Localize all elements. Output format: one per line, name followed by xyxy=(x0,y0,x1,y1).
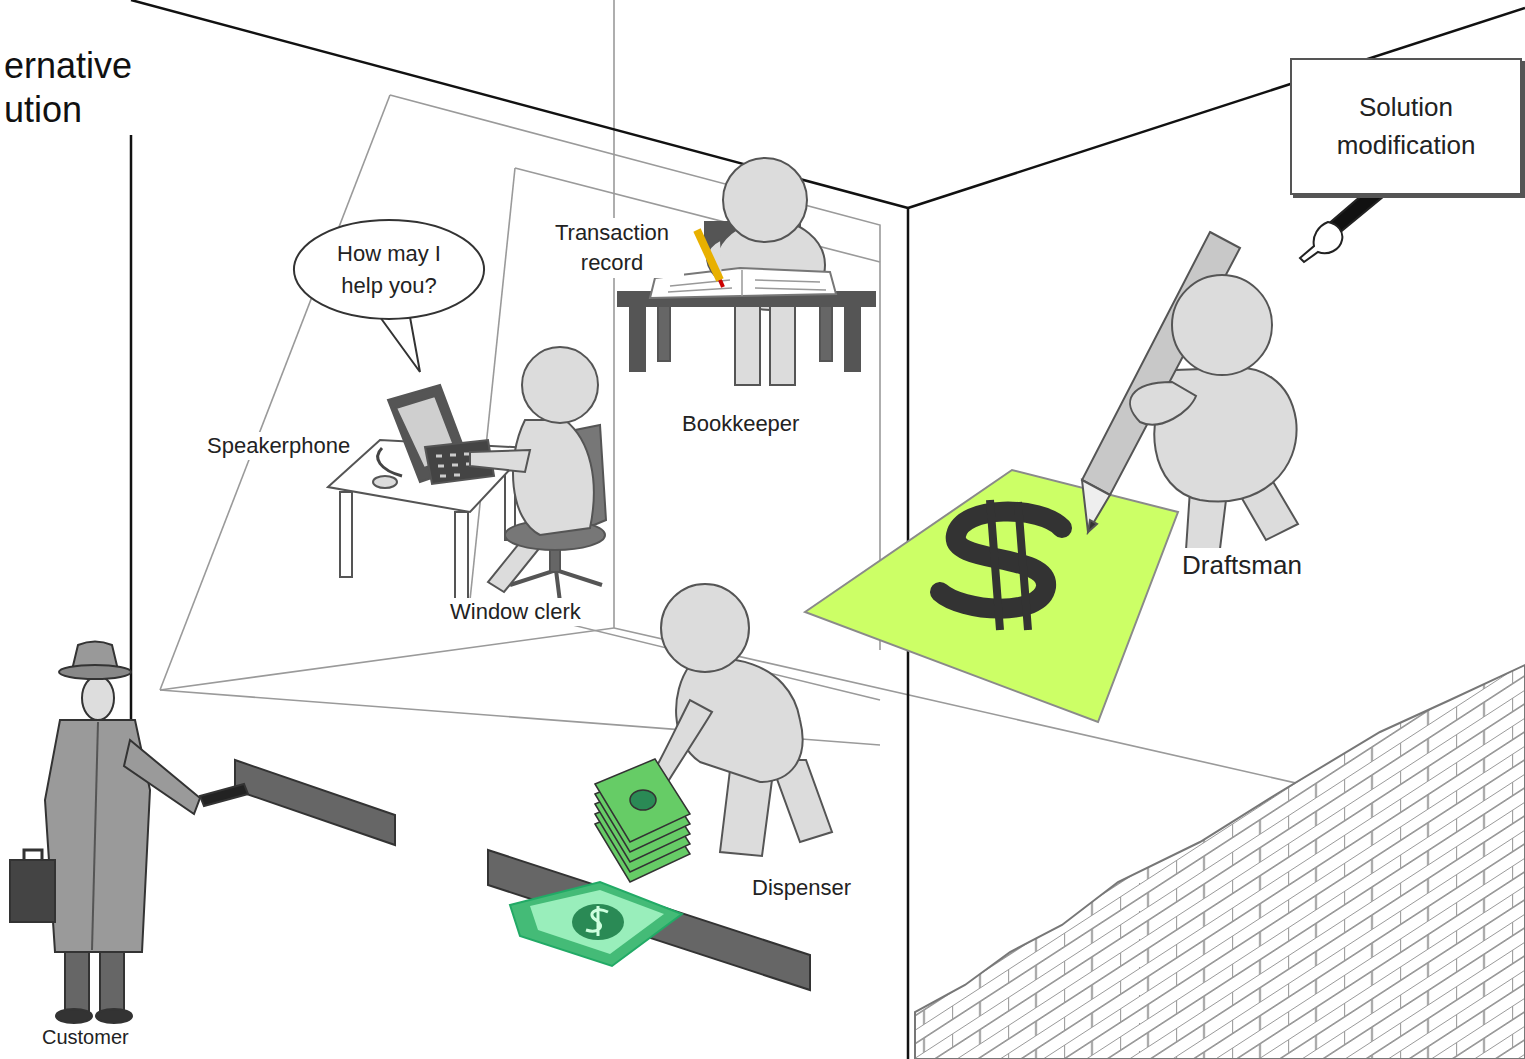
part-label: Dispenser xyxy=(750,874,853,902)
part-label: Speakerphone xyxy=(205,432,352,460)
brick-wall xyxy=(915,665,1525,1059)
pointer-hand xyxy=(1300,190,1384,262)
node-text: How may I help you? xyxy=(327,238,452,302)
box-frame xyxy=(131,0,1525,1059)
part-label: Bookkeeper xyxy=(680,410,801,438)
customer-figure xyxy=(10,642,248,1024)
bubble-outline xyxy=(292,218,486,321)
part-label: Transaction record xyxy=(540,218,684,278)
note-box: Solution modification xyxy=(1290,58,1522,195)
part-label: Window clerk xyxy=(448,598,583,626)
cash-bill xyxy=(510,882,682,966)
slide-title: ernative ution xyxy=(4,44,154,132)
money-stack xyxy=(595,759,690,882)
draftsman-figure xyxy=(1082,232,1298,565)
speech-bubble: How may I help you? xyxy=(292,218,486,321)
drafting-sheet xyxy=(805,470,1178,722)
part-label: Draftsman xyxy=(1180,548,1304,582)
part-label: Customer xyxy=(40,1024,131,1050)
interior-lines xyxy=(160,0,1525,835)
node-text: Solution modification xyxy=(1306,89,1506,164)
slots xyxy=(235,760,810,990)
window-clerk-figure xyxy=(470,347,606,602)
